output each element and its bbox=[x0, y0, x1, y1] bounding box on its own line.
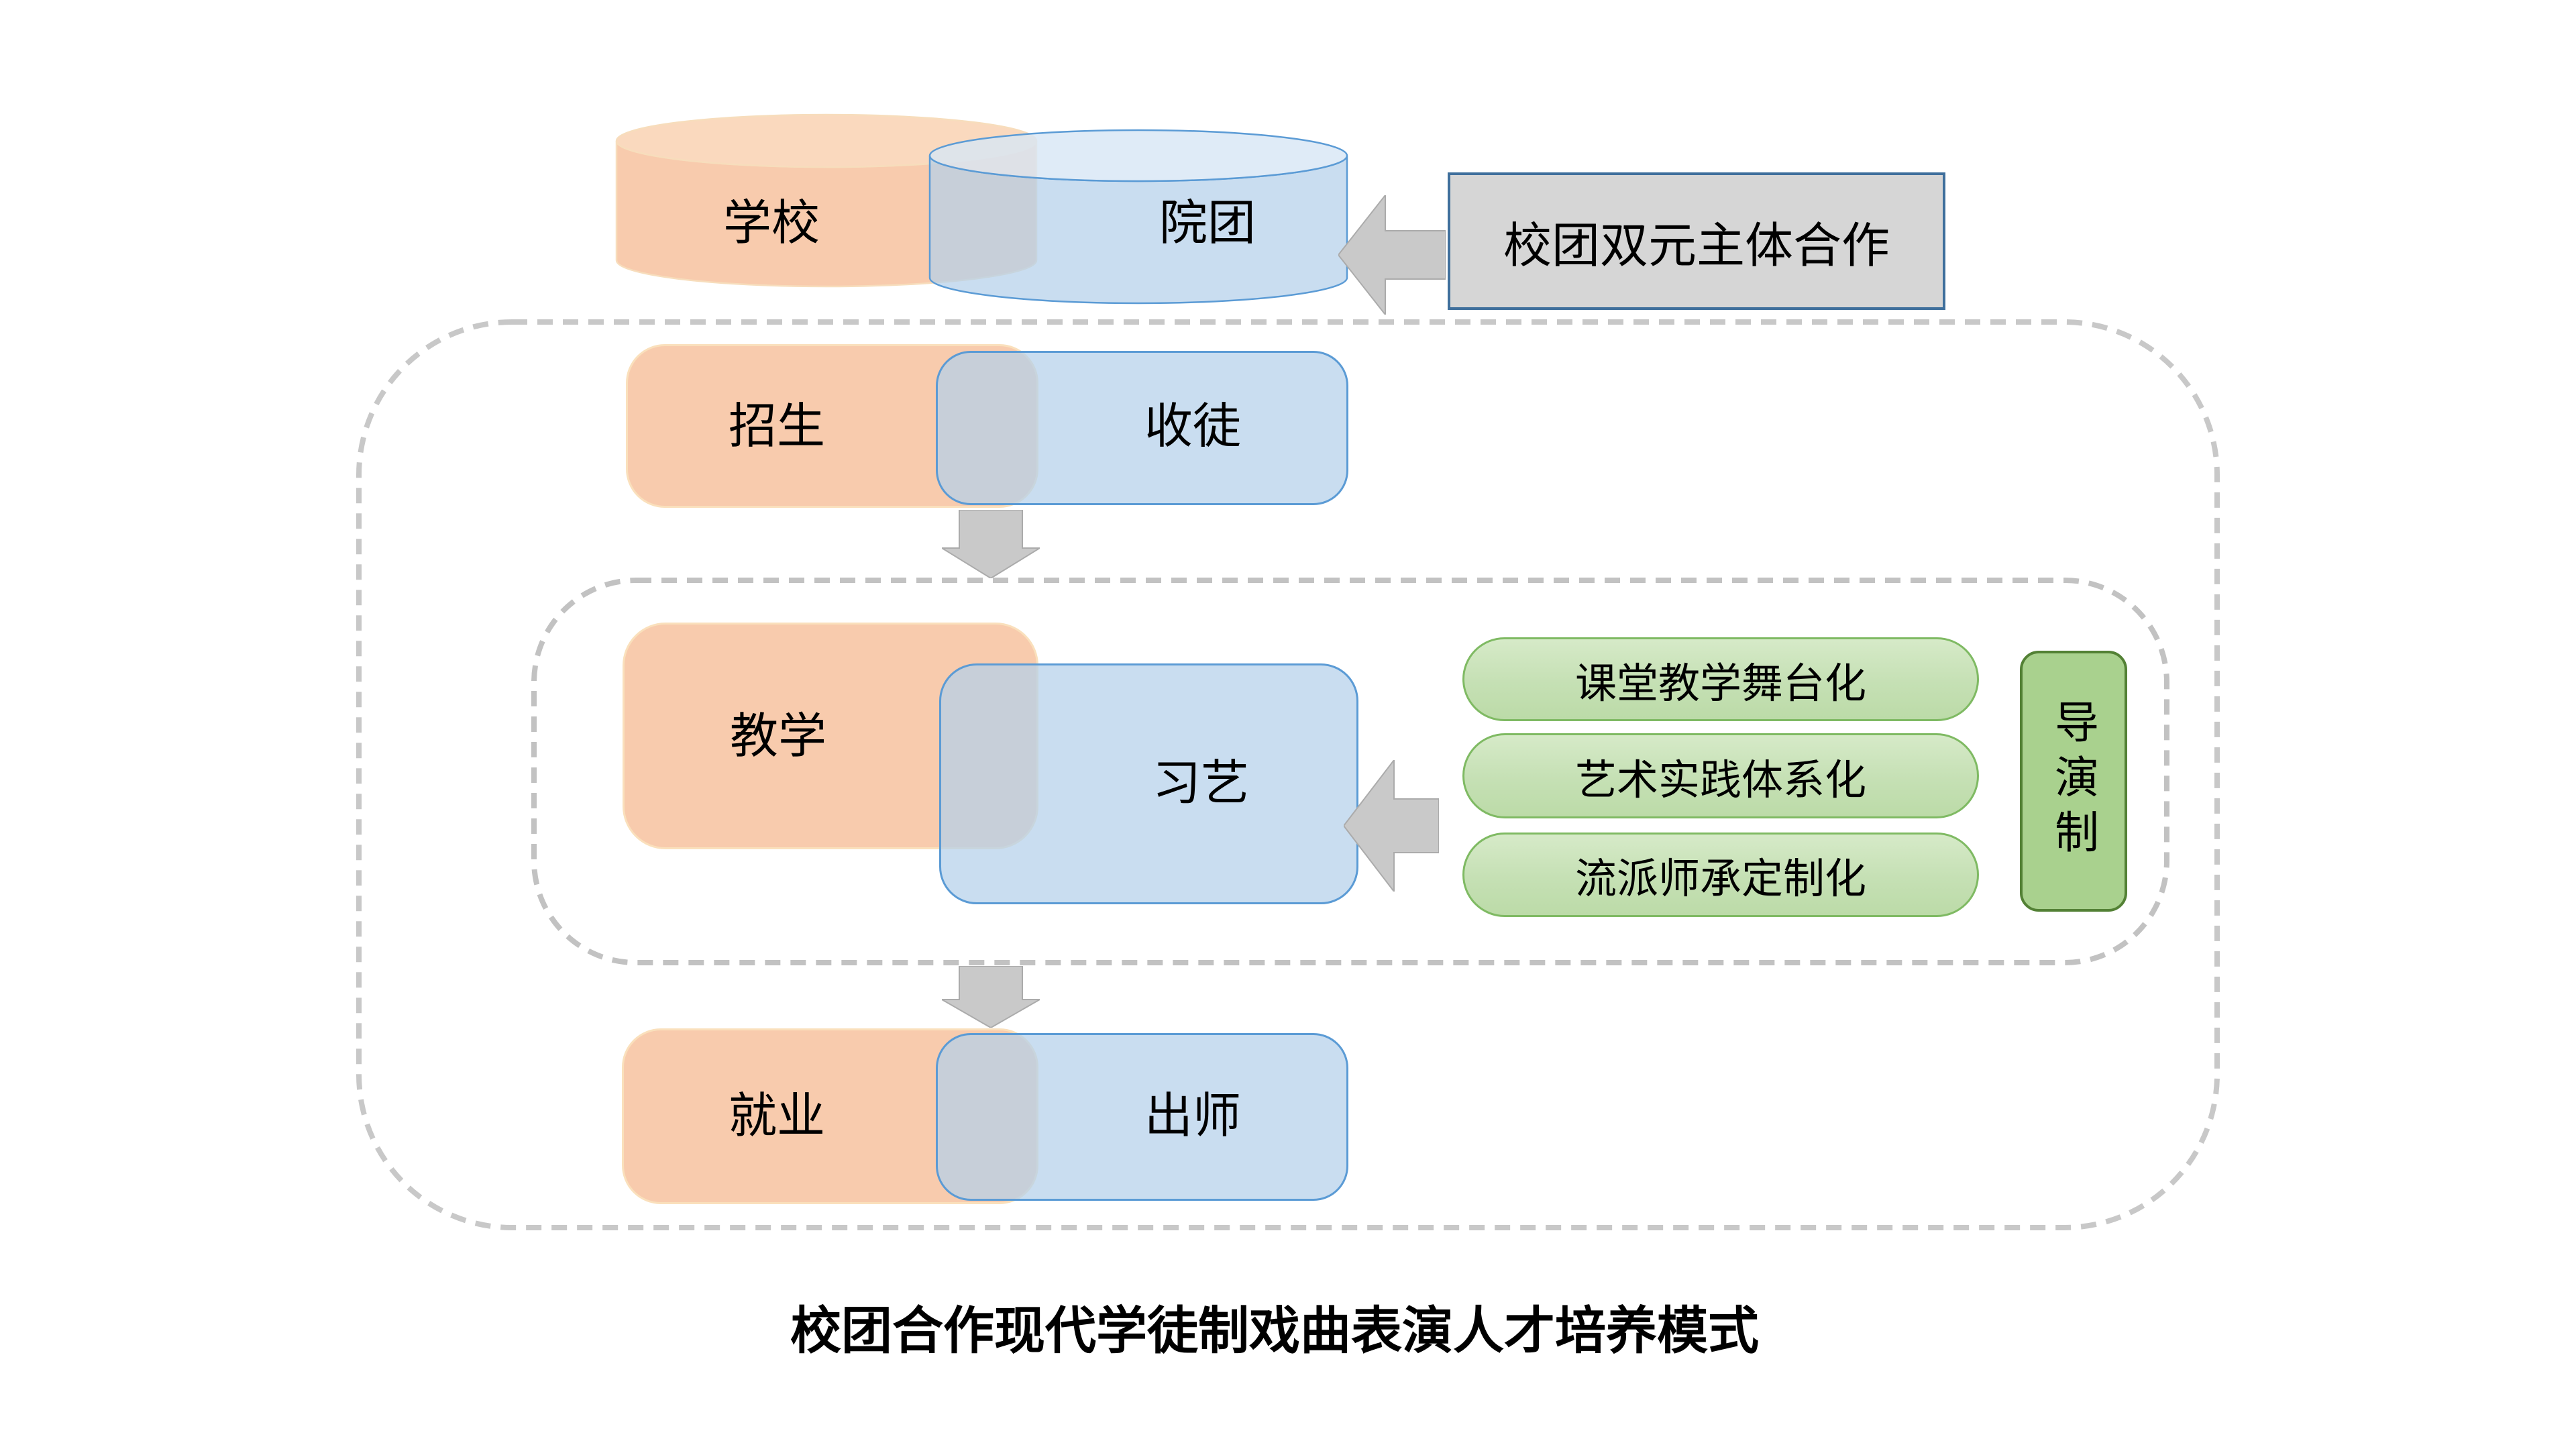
teaching-troupe-box bbox=[939, 663, 1358, 904]
cooperation-box-label: 校团双元主体合作 bbox=[1503, 219, 1890, 273]
employment-troupe-label: 出师 bbox=[1144, 1089, 1241, 1143]
teaching-troupe-label: 习艺 bbox=[1152, 757, 1249, 810]
diagram-caption: 校团合作现代学徒制戏曲表演人才培养模式 bbox=[790, 1303, 1759, 1360]
employment-school-label: 就业 bbox=[728, 1089, 825, 1143]
measure-pill-mentorship-label: 流派师承定制化 bbox=[1574, 856, 1866, 902]
troupe-cylinder bbox=[928, 129, 1348, 305]
director-system-box: 导演制 bbox=[2020, 651, 2127, 912]
enrollment-troupe-box bbox=[936, 351, 1348, 505]
teaching-school-label: 教学 bbox=[729, 710, 826, 763]
director-system-label: 导演制 bbox=[2049, 698, 2098, 864]
measures-left-arrow-icon bbox=[1344, 760, 1439, 892]
measure-pill-practice-label: 艺术实践体系化 bbox=[1574, 757, 1866, 804]
measure-pill-practice: 艺术实践体系化 bbox=[1462, 733, 1979, 818]
inner-dashed-boundary bbox=[531, 578, 2169, 965]
employment-troupe-box bbox=[936, 1033, 1348, 1201]
measure-pill-classroom: 课堂教学舞台化 bbox=[1462, 637, 1979, 721]
outer-dashed-boundary bbox=[356, 319, 2220, 1230]
down-arrow-icon-2 bbox=[942, 966, 1040, 1028]
measure-pill-mentorship: 流派师承定制化 bbox=[1462, 833, 1979, 917]
cooperation-box: 校团双元主体合作 bbox=[1448, 172, 1945, 310]
measure-pill-classroom-label: 课堂教学舞台化 bbox=[1574, 660, 1866, 707]
cooperation-left-arrow-icon bbox=[1338, 195, 1446, 315]
enrollment-troupe-label: 收徒 bbox=[1144, 400, 1241, 453]
school-cylinder-label: 学校 bbox=[722, 197, 820, 250]
enrollment-school-label: 招生 bbox=[728, 400, 825, 453]
troupe-cylinder-label: 院团 bbox=[1159, 197, 1256, 250]
down-arrow-icon-1 bbox=[942, 510, 1040, 578]
